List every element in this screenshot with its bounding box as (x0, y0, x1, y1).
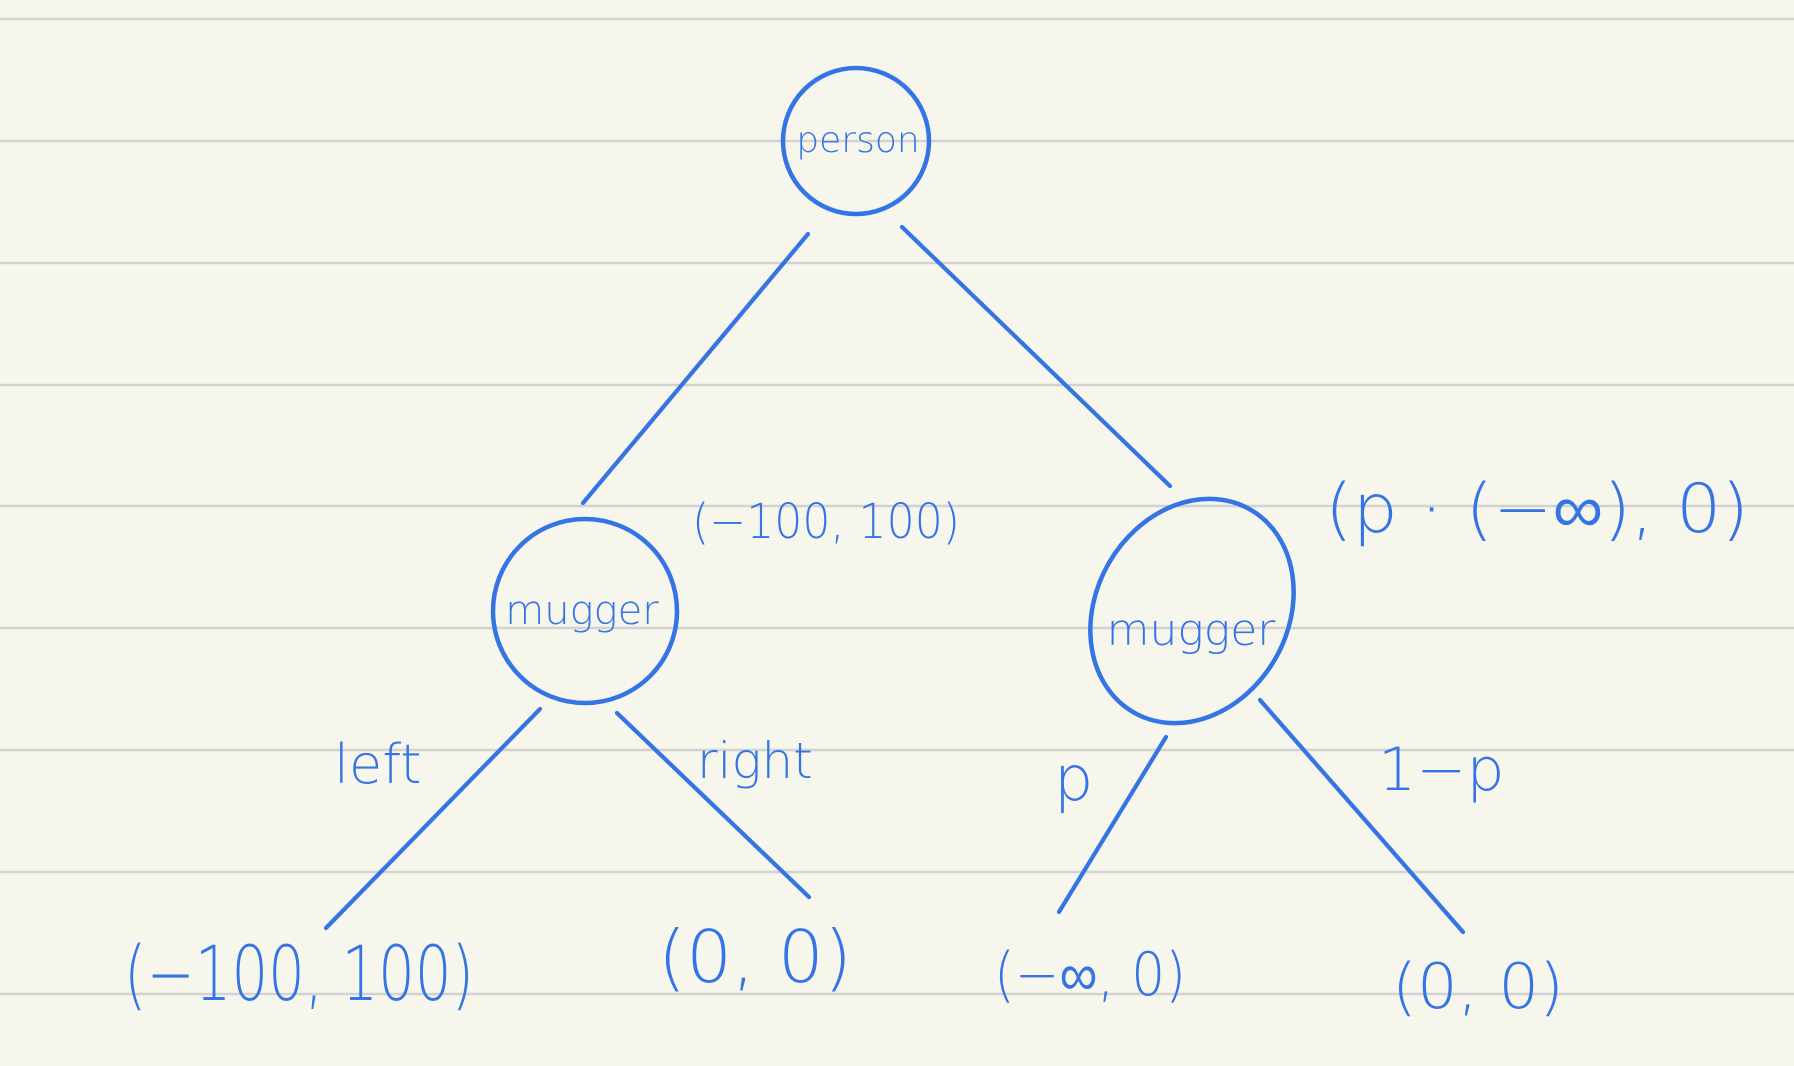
payoff-root-left: (−100, 100) (692, 494, 960, 550)
edge-right-to-leaf3 (1056, 734, 1169, 915)
node-root-label: person (796, 120, 919, 161)
payoff-leaf-left-right: (0, 0) (658, 915, 852, 999)
edge-right-to-leaf4 (1257, 697, 1466, 935)
edge-labels: left right p 1−p (334, 732, 1505, 815)
tree-nodes: person mugger mugger (490, 65, 1296, 726)
payoff-root-right: (p · (−∞), 0) (1325, 470, 1749, 549)
edge-label-p: p (1054, 742, 1093, 815)
node-root-circle (780, 65, 932, 217)
edge-label-left: left (334, 733, 421, 796)
payoff-leaf-left-left: (−100, 100) (124, 929, 474, 1018)
payoff-leaf-right-left: (−∞, 0) (994, 940, 1186, 1010)
node-right-ellipse (1088, 496, 1296, 726)
tree-edges (323, 224, 1466, 935)
edge-label-one-minus-p: 1−p (1378, 735, 1505, 805)
edge-root-to-right (899, 224, 1173, 489)
node-left-label: mugger (505, 588, 659, 634)
edge-root-to-left (580, 231, 811, 506)
node-right-label: mugger (1107, 605, 1277, 656)
edge-left-to-leaf1 (323, 706, 543, 931)
ruled-lines (0, 17, 1794, 996)
edge-label-right: right (697, 732, 813, 790)
payoff-labels: (−100, 100) (p · (−∞), 0) (−100, 100) (0… (124, 470, 1749, 1023)
payoff-leaf-right-right: (0, 0) (1392, 950, 1564, 1023)
node-left-circle (490, 516, 680, 706)
edge-left-to-leaf2 (614, 710, 812, 900)
